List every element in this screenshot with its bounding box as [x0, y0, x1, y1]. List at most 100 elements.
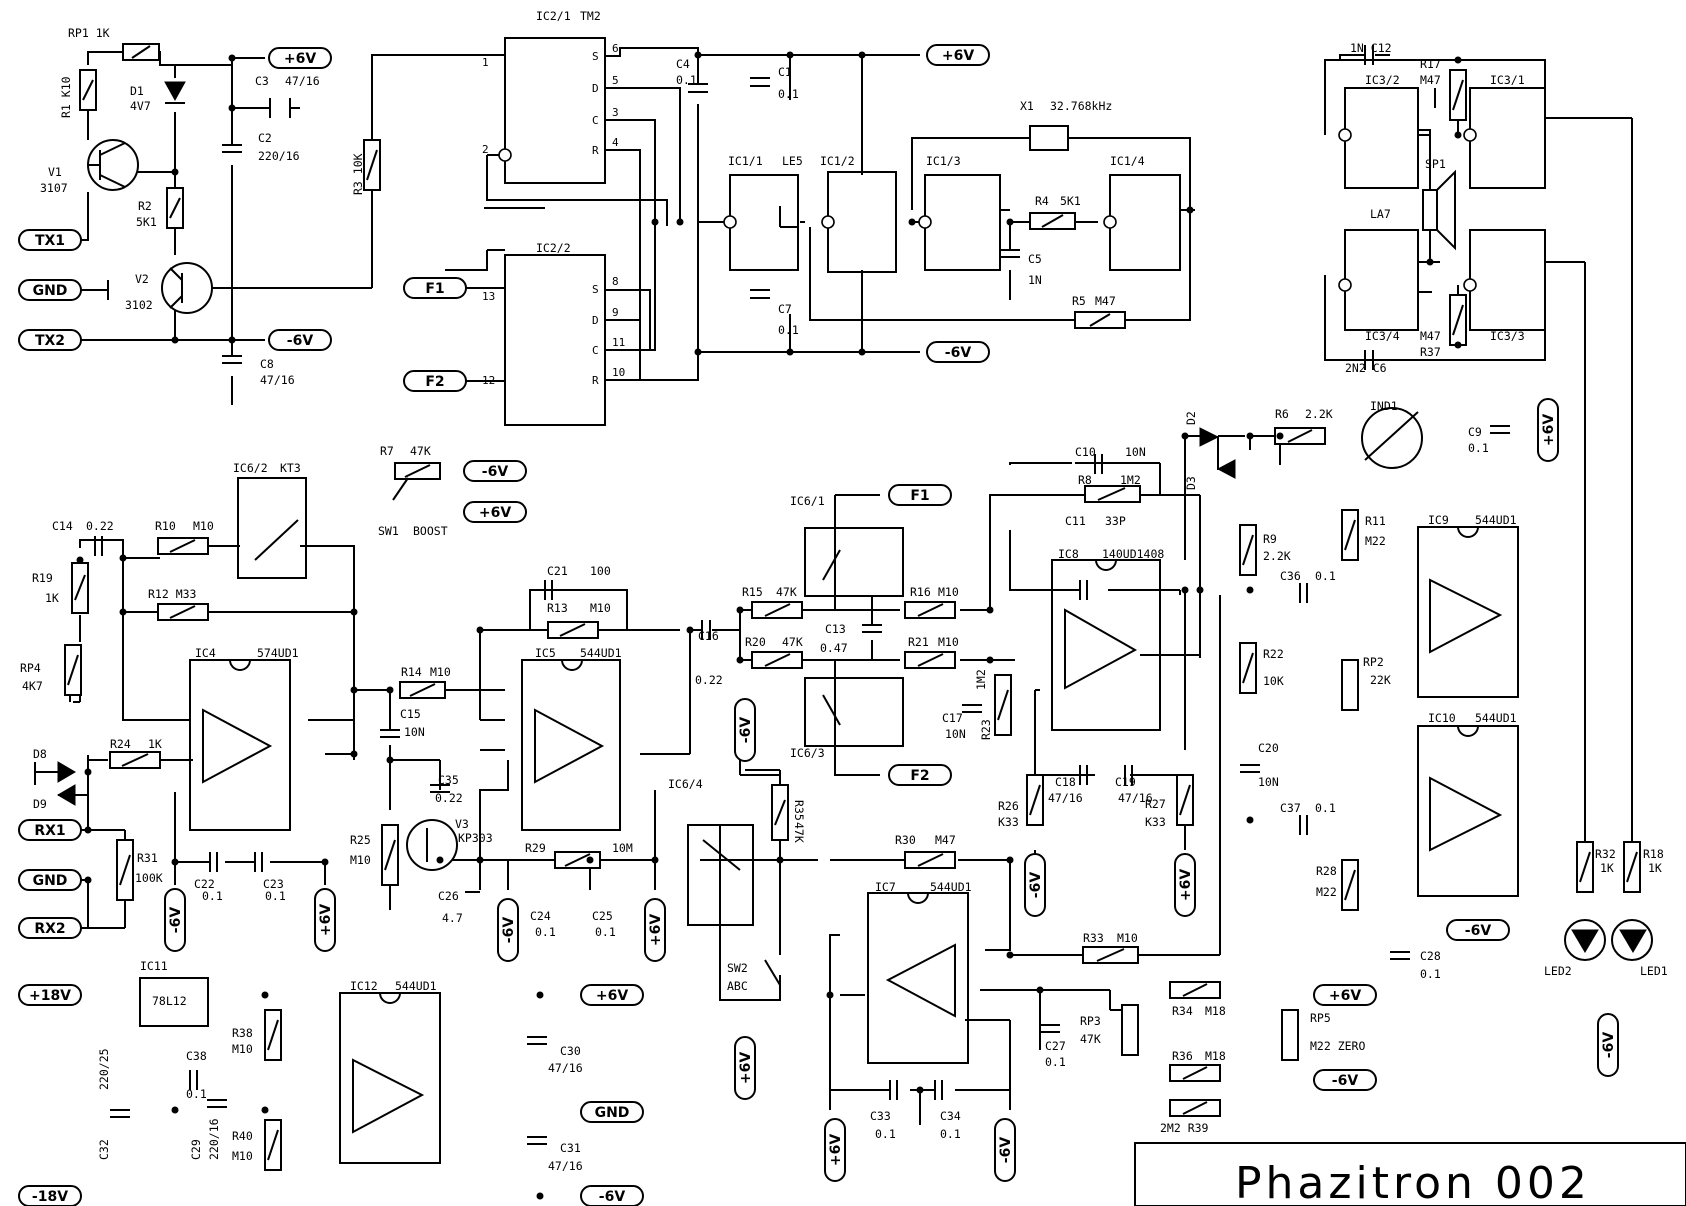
r36-value: M18	[1205, 1049, 1226, 1063]
r22-label: R22	[1263, 647, 1284, 661]
x1-label: X1	[1020, 99, 1034, 113]
r18-value: 1K	[1648, 861, 1662, 875]
port-n6v: -6V	[1446, 919, 1510, 941]
rp2-resistor	[1341, 659, 1359, 711]
ic5-frame	[521, 659, 621, 831]
r29-value: 10M	[612, 841, 633, 855]
c14-label: C14	[52, 519, 73, 533]
switch-contacts	[254, 477, 841, 986]
junction-dot	[1181, 432, 1189, 440]
port-p6v: +6V	[824, 1118, 846, 1182]
port-f2-label: F2	[425, 374, 444, 390]
port-gnd-label: GND	[33, 283, 68, 299]
ic3-1-block	[1469, 87, 1546, 189]
r26-label: R26	[998, 799, 1019, 813]
c13-label: C13	[825, 622, 846, 636]
r31-value: 100K	[135, 871, 163, 885]
r32-value: 1K	[1600, 861, 1614, 875]
ic4-type: 574UD1	[257, 646, 299, 660]
rp4-label: RP4	[20, 661, 41, 675]
r35-value: 47K	[792, 822, 806, 843]
r34-value: M18	[1205, 1004, 1226, 1018]
rp5-value: M22 ZERO	[1310, 1039, 1365, 1053]
ic2-1-label: IC2/1	[536, 9, 571, 23]
svg-text:11: 11	[612, 336, 625, 349]
svg-text:10: 10	[612, 366, 625, 379]
r33-label: R33	[1083, 931, 1104, 945]
c11-label: C11	[1065, 514, 1086, 528]
port-f1: F1	[403, 277, 467, 299]
c20-label: C20	[1258, 741, 1279, 755]
port-n18v-label: -18V	[32, 1189, 68, 1205]
sw2-label: SW2	[727, 961, 748, 975]
c30-value: 47/16	[548, 1061, 583, 1075]
junction-dot	[476, 626, 484, 634]
ic9-label: IC9	[1428, 513, 1449, 527]
r4-label: R4	[1035, 194, 1049, 208]
r10-value: M10	[193, 519, 214, 533]
c37-label: C37	[1280, 801, 1301, 815]
r21-label: R21	[908, 635, 929, 649]
port-p6v: +6V	[644, 898, 666, 962]
r19-label: R19	[32, 571, 53, 585]
d8-diode-icon	[57, 761, 76, 783]
r8-label: R8	[1078, 473, 1092, 487]
ic1-3-label: IC1/3	[926, 154, 961, 168]
junction-dot	[1186, 206, 1194, 214]
x1-value: 32.768kHz	[1050, 99, 1112, 113]
svg-text:D: D	[592, 82, 599, 95]
op-amp-notches	[229, 526, 1479, 1004]
rp5-label: RP5	[1310, 1011, 1331, 1025]
r32-label: R32	[1595, 847, 1616, 861]
junction-dot	[786, 348, 794, 356]
c33-label: C33	[870, 1109, 891, 1123]
transistors-and-diodes	[57, 81, 1653, 961]
r30-value: M47	[935, 833, 956, 847]
r35-label: R35	[792, 800, 806, 821]
svg-text:R: R	[592, 374, 599, 387]
port-n6v-label: -6V	[998, 1137, 1014, 1164]
junction-dot	[908, 218, 916, 226]
junction-dot	[786, 51, 794, 59]
junction-dot	[386, 686, 394, 694]
junction-dot	[476, 856, 484, 864]
port-gnd-label: GND	[33, 873, 68, 889]
c22-label: C22	[194, 877, 215, 891]
r38-label: R38	[232, 1026, 253, 1040]
r30-label: R30	[895, 833, 916, 847]
svg-text:4: 4	[612, 136, 619, 149]
port-n6v-label: -6V	[945, 345, 972, 361]
svg-text:S: S	[592, 283, 599, 296]
rp3-resistor	[1121, 1004, 1139, 1056]
sw2-contact[interactable]	[764, 959, 781, 986]
c14-value: 0.22	[86, 519, 114, 533]
junction-dot	[694, 348, 702, 356]
r34-label: R34	[1172, 1004, 1193, 1018]
c20-value: 10N	[1258, 775, 1279, 789]
ic9-amp-symbol	[1429, 578, 1503, 654]
sw1-label: SW1	[378, 524, 399, 538]
port-tx1: TX1	[18, 229, 82, 251]
ic6-4-block	[687, 824, 754, 926]
c9-value: 0.1	[1468, 441, 1489, 455]
junction-dots	[76, 51, 1462, 1200]
port-p6v: +6V	[1537, 398, 1559, 462]
junction-dot	[1181, 586, 1189, 594]
junction-dot	[171, 1106, 179, 1114]
svg-text:S: S	[592, 50, 599, 63]
r1-label: R1 K10	[59, 76, 73, 118]
port-f2-label: F2	[910, 768, 929, 784]
ic12-label: IC12	[350, 979, 378, 993]
svg-text:12: 12	[482, 374, 495, 387]
c36-label: C36	[1280, 569, 1301, 583]
opamp-triangles	[202, 578, 1503, 1134]
port-n6v-label: -6V	[1601, 1032, 1617, 1059]
sw1-contact[interactable]	[392, 477, 409, 501]
port-rx2: RX2	[18, 917, 82, 939]
c31-label: C31	[560, 1141, 581, 1155]
c15-value: 10N	[404, 725, 425, 739]
c1-label: C1	[778, 65, 792, 79]
svg-text:3: 3	[612, 106, 619, 119]
port-p6v-label: +6V	[1329, 988, 1361, 1004]
port-n6v: -6V	[580, 1185, 644, 1206]
